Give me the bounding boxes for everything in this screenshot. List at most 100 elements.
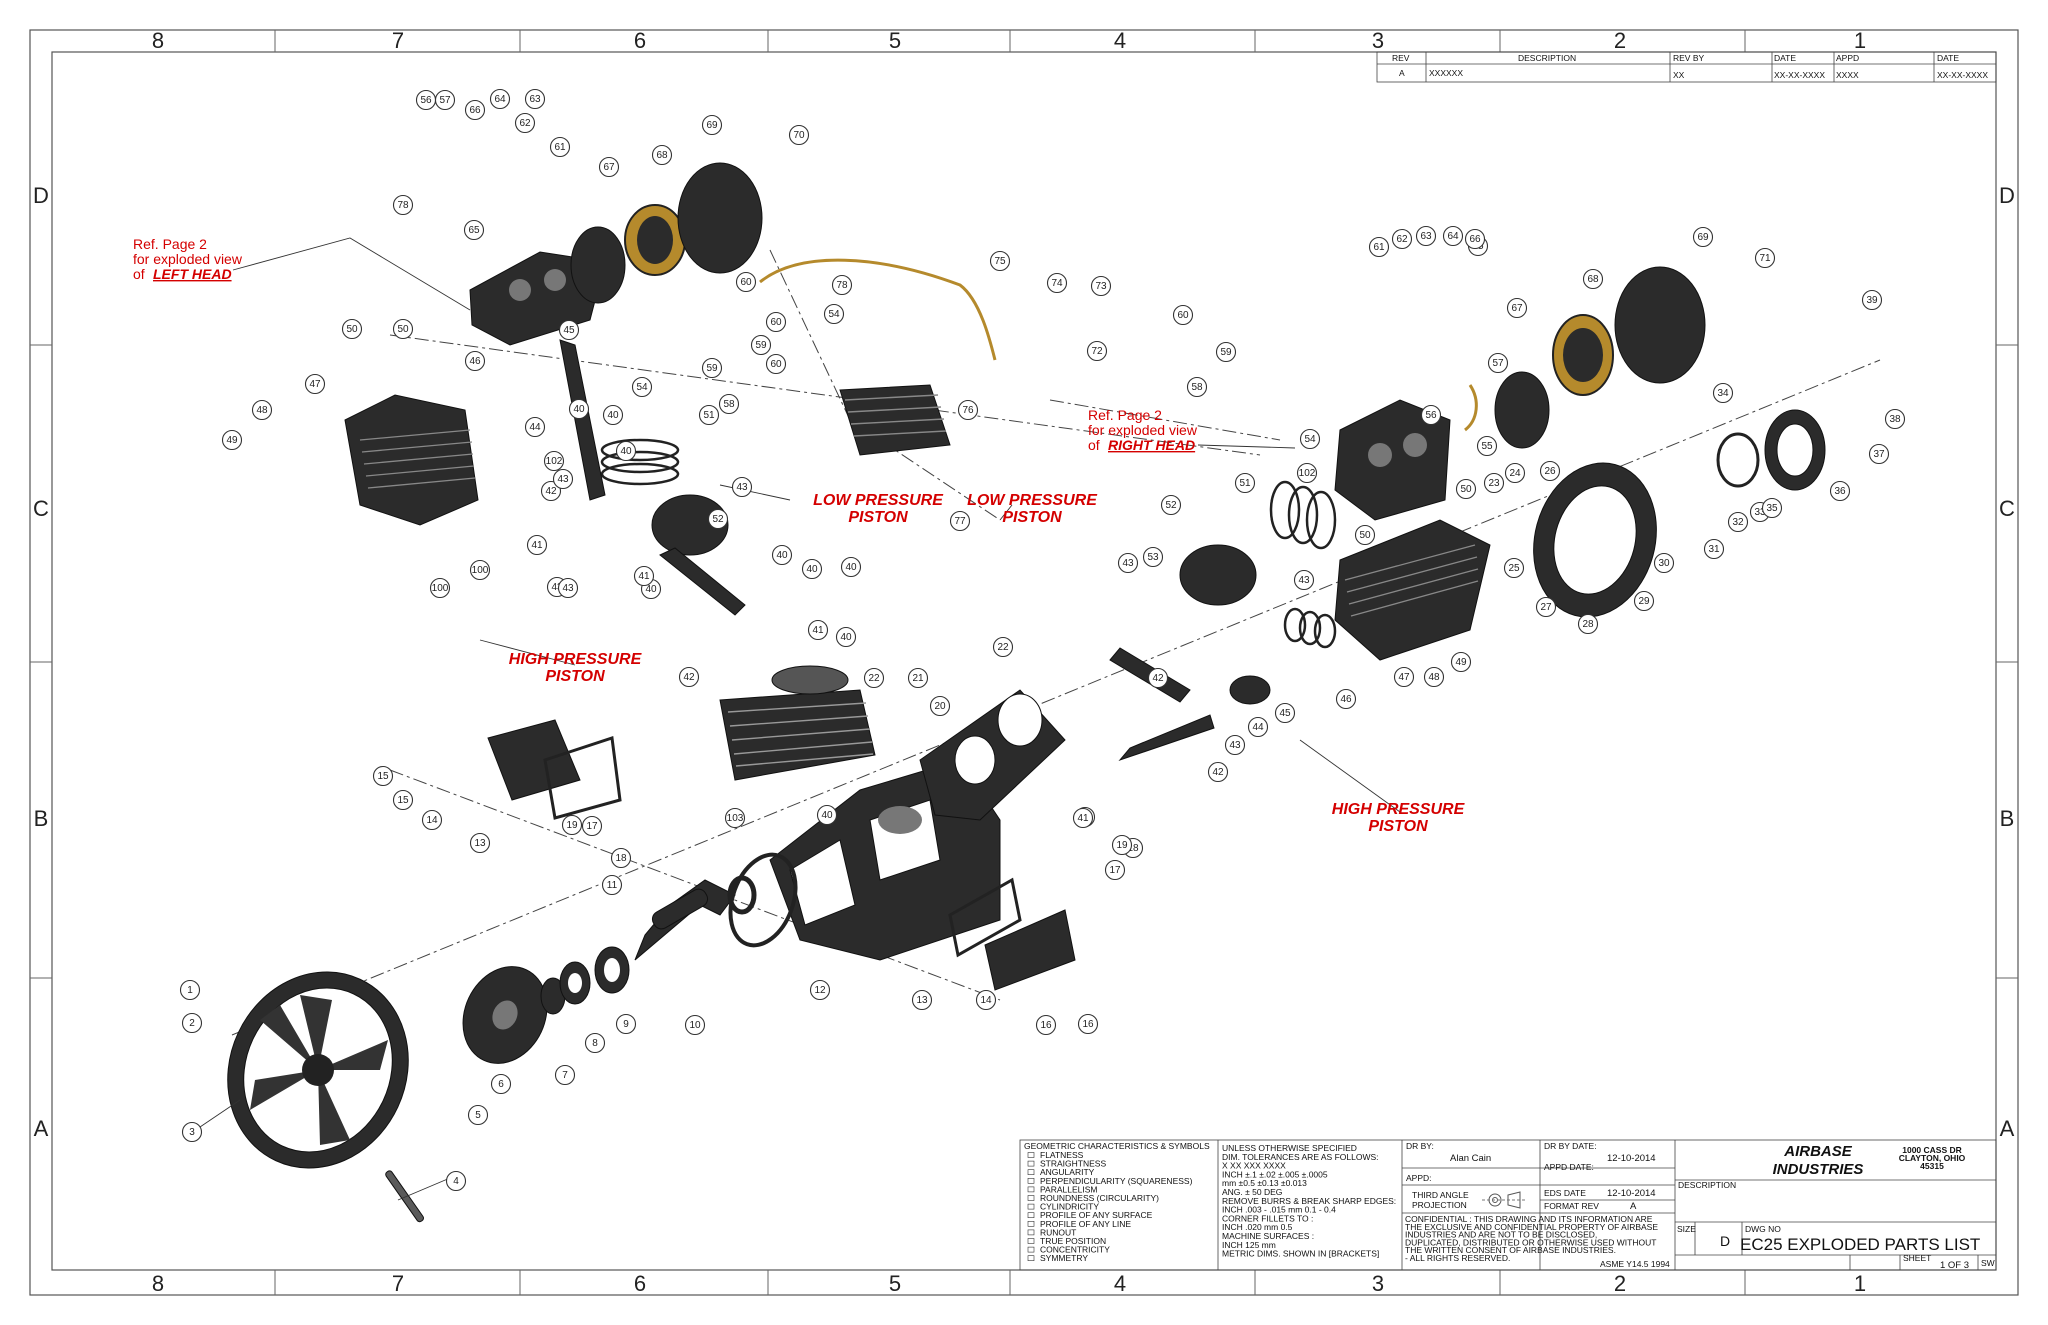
zone-col-bottom-3: 3 bbox=[1372, 1271, 1384, 1296]
balloon-53: 53 bbox=[1142, 546, 1164, 568]
balloon-22: 22 bbox=[863, 667, 885, 689]
confidential-line: THE EXCLUSIVE AND CONFIDENTIAL PROPERTY … bbox=[1405, 1222, 1658, 1232]
svg-text:54: 54 bbox=[1304, 434, 1316, 445]
svg-text:43: 43 bbox=[557, 474, 569, 485]
tolerance-line: INCH 125 mm bbox=[1222, 1240, 1276, 1250]
svg-text:44: 44 bbox=[529, 422, 541, 433]
rev-header-date-2: DATE bbox=[1937, 53, 1959, 63]
svg-text:68: 68 bbox=[1587, 274, 1599, 285]
balloon-58: 58 bbox=[718, 393, 740, 415]
svg-text:26: 26 bbox=[1544, 466, 1556, 477]
balloon-68: 68 bbox=[651, 144, 673, 166]
rev-header-rev: REV bbox=[1392, 53, 1410, 63]
balloon-40: 40 bbox=[771, 544, 793, 566]
rev-value-description: XXXXXX bbox=[1429, 68, 1463, 78]
svg-text:61: 61 bbox=[1373, 242, 1385, 253]
svg-text:40: 40 bbox=[821, 810, 833, 821]
zone-col-bottom-6: 6 bbox=[634, 1271, 646, 1296]
balloon-49: 49 bbox=[1450, 651, 1472, 673]
drawing-title: EC25 EXPLODED PARTS LIST bbox=[1740, 1235, 1980, 1254]
rev-header-appd: APPD bbox=[1836, 53, 1859, 63]
balloon-60: 60 bbox=[765, 311, 787, 333]
svg-text:29: 29 bbox=[1638, 596, 1650, 607]
svg-text:70: 70 bbox=[793, 130, 805, 141]
svg-text:60: 60 bbox=[1177, 310, 1189, 321]
balloon-44: 44 bbox=[1247, 716, 1269, 738]
balloon-56: 56 bbox=[415, 89, 437, 111]
svg-text:36: 36 bbox=[1834, 486, 1846, 497]
cylinder-head-right bbox=[1334, 399, 1451, 521]
projection-line-1: THIRD ANGLE bbox=[1412, 1190, 1469, 1200]
zone-col-top-8: 8 bbox=[152, 28, 164, 53]
svg-text:66: 66 bbox=[469, 105, 481, 116]
bearings bbox=[540, 946, 630, 1015]
gdt-item: TRUE POSITION bbox=[1040, 1236, 1106, 1246]
svg-text:68: 68 bbox=[656, 150, 668, 161]
tolerance-line: INCH .020 mm 0.5 bbox=[1222, 1222, 1293, 1232]
svg-text:34: 34 bbox=[1717, 388, 1729, 399]
svg-text:43: 43 bbox=[1122, 558, 1134, 569]
balloon-102: 102 bbox=[1296, 462, 1318, 484]
balloon-42: 42 bbox=[1147, 667, 1169, 689]
svg-text:25: 25 bbox=[1508, 563, 1520, 574]
crankcase-gasket bbox=[727, 852, 798, 948]
svg-text:53: 53 bbox=[1147, 552, 1159, 563]
svg-text:6: 6 bbox=[498, 1079, 504, 1090]
svg-text:56: 56 bbox=[420, 95, 432, 106]
svg-text:31: 31 bbox=[1708, 544, 1720, 555]
svg-text:18: 18 bbox=[615, 853, 627, 864]
balloon-58: 58 bbox=[1186, 376, 1208, 398]
balloon-9: 9 bbox=[615, 1013, 637, 1035]
fan-housing bbox=[1533, 409, 1826, 618]
svg-text:40: 40 bbox=[776, 550, 788, 561]
balloon-40: 40 bbox=[615, 440, 637, 462]
ref-left-line-3: of bbox=[133, 266, 145, 282]
gdt-item: PERPENDICULARITY (SQUARENESS) bbox=[1040, 1176, 1193, 1186]
zone-row-right-D: D bbox=[1999, 183, 2015, 208]
tolerance-line: UNLESS OTHERWISE SPECIFIED bbox=[1222, 1143, 1357, 1153]
svg-text:57: 57 bbox=[1492, 358, 1504, 369]
balloon-62: 62 bbox=[1391, 228, 1413, 250]
zone-col-bottom-2: 2 bbox=[1614, 1271, 1626, 1296]
rev-value-rev-by: XX bbox=[1673, 70, 1685, 80]
zone-row-left-C: C bbox=[33, 496, 49, 521]
zone-row-right-C: C bbox=[1999, 496, 2015, 521]
tolerance-line: INCH .003 - .015 mm 0.1 - 0.4 bbox=[1222, 1205, 1336, 1215]
svg-text:42: 42 bbox=[545, 486, 557, 497]
svg-text:62: 62 bbox=[1396, 234, 1408, 245]
projection-line-2: PROJECTION bbox=[1412, 1200, 1467, 1210]
svg-text:41: 41 bbox=[531, 540, 543, 551]
svg-text:63: 63 bbox=[1420, 231, 1432, 242]
lpp1-line1: LOW PRESSURE bbox=[813, 492, 944, 509]
balloon-40: 40 bbox=[840, 556, 862, 578]
balloon-43: 43 bbox=[1293, 569, 1315, 591]
format-rev-value: A bbox=[1630, 1201, 1637, 1212]
balloon-45: 45 bbox=[558, 319, 580, 341]
balloon-16: 16 bbox=[1035, 1014, 1057, 1036]
svg-text:66: 66 bbox=[1469, 234, 1481, 245]
balloon-102: 102 bbox=[543, 450, 565, 472]
svg-text:73: 73 bbox=[1095, 281, 1107, 292]
svg-text:11: 11 bbox=[607, 880, 618, 891]
balloon-5: 5 bbox=[467, 1104, 489, 1126]
balloon-12: 12 bbox=[809, 979, 831, 1001]
svg-text:57: 57 bbox=[439, 95, 451, 106]
balloon-40: 40 bbox=[816, 804, 838, 826]
rev-header-description: DESCRIPTION bbox=[1518, 53, 1576, 63]
svg-text:64: 64 bbox=[1447, 231, 1459, 242]
balloon-59: 59 bbox=[1215, 341, 1237, 363]
balloon-1: 1 bbox=[179, 979, 201, 1001]
hpp1-line1: HIGH PRESSURE bbox=[509, 651, 643, 668]
balloon-29: 29 bbox=[1633, 590, 1655, 612]
balloon-50: 50 bbox=[1455, 478, 1477, 500]
svg-text:60: 60 bbox=[770, 359, 782, 370]
balloon-15: 15 bbox=[372, 765, 394, 787]
balloon-43: 43 bbox=[557, 577, 579, 599]
svg-text:1: 1 bbox=[187, 985, 193, 996]
balloon-31: 31 bbox=[1703, 538, 1725, 560]
svg-text:7: 7 bbox=[562, 1070, 568, 1081]
balloon-61: 61 bbox=[1368, 236, 1390, 258]
balloon-64: 64 bbox=[1442, 225, 1464, 247]
balloon-78: 78 bbox=[831, 274, 853, 296]
